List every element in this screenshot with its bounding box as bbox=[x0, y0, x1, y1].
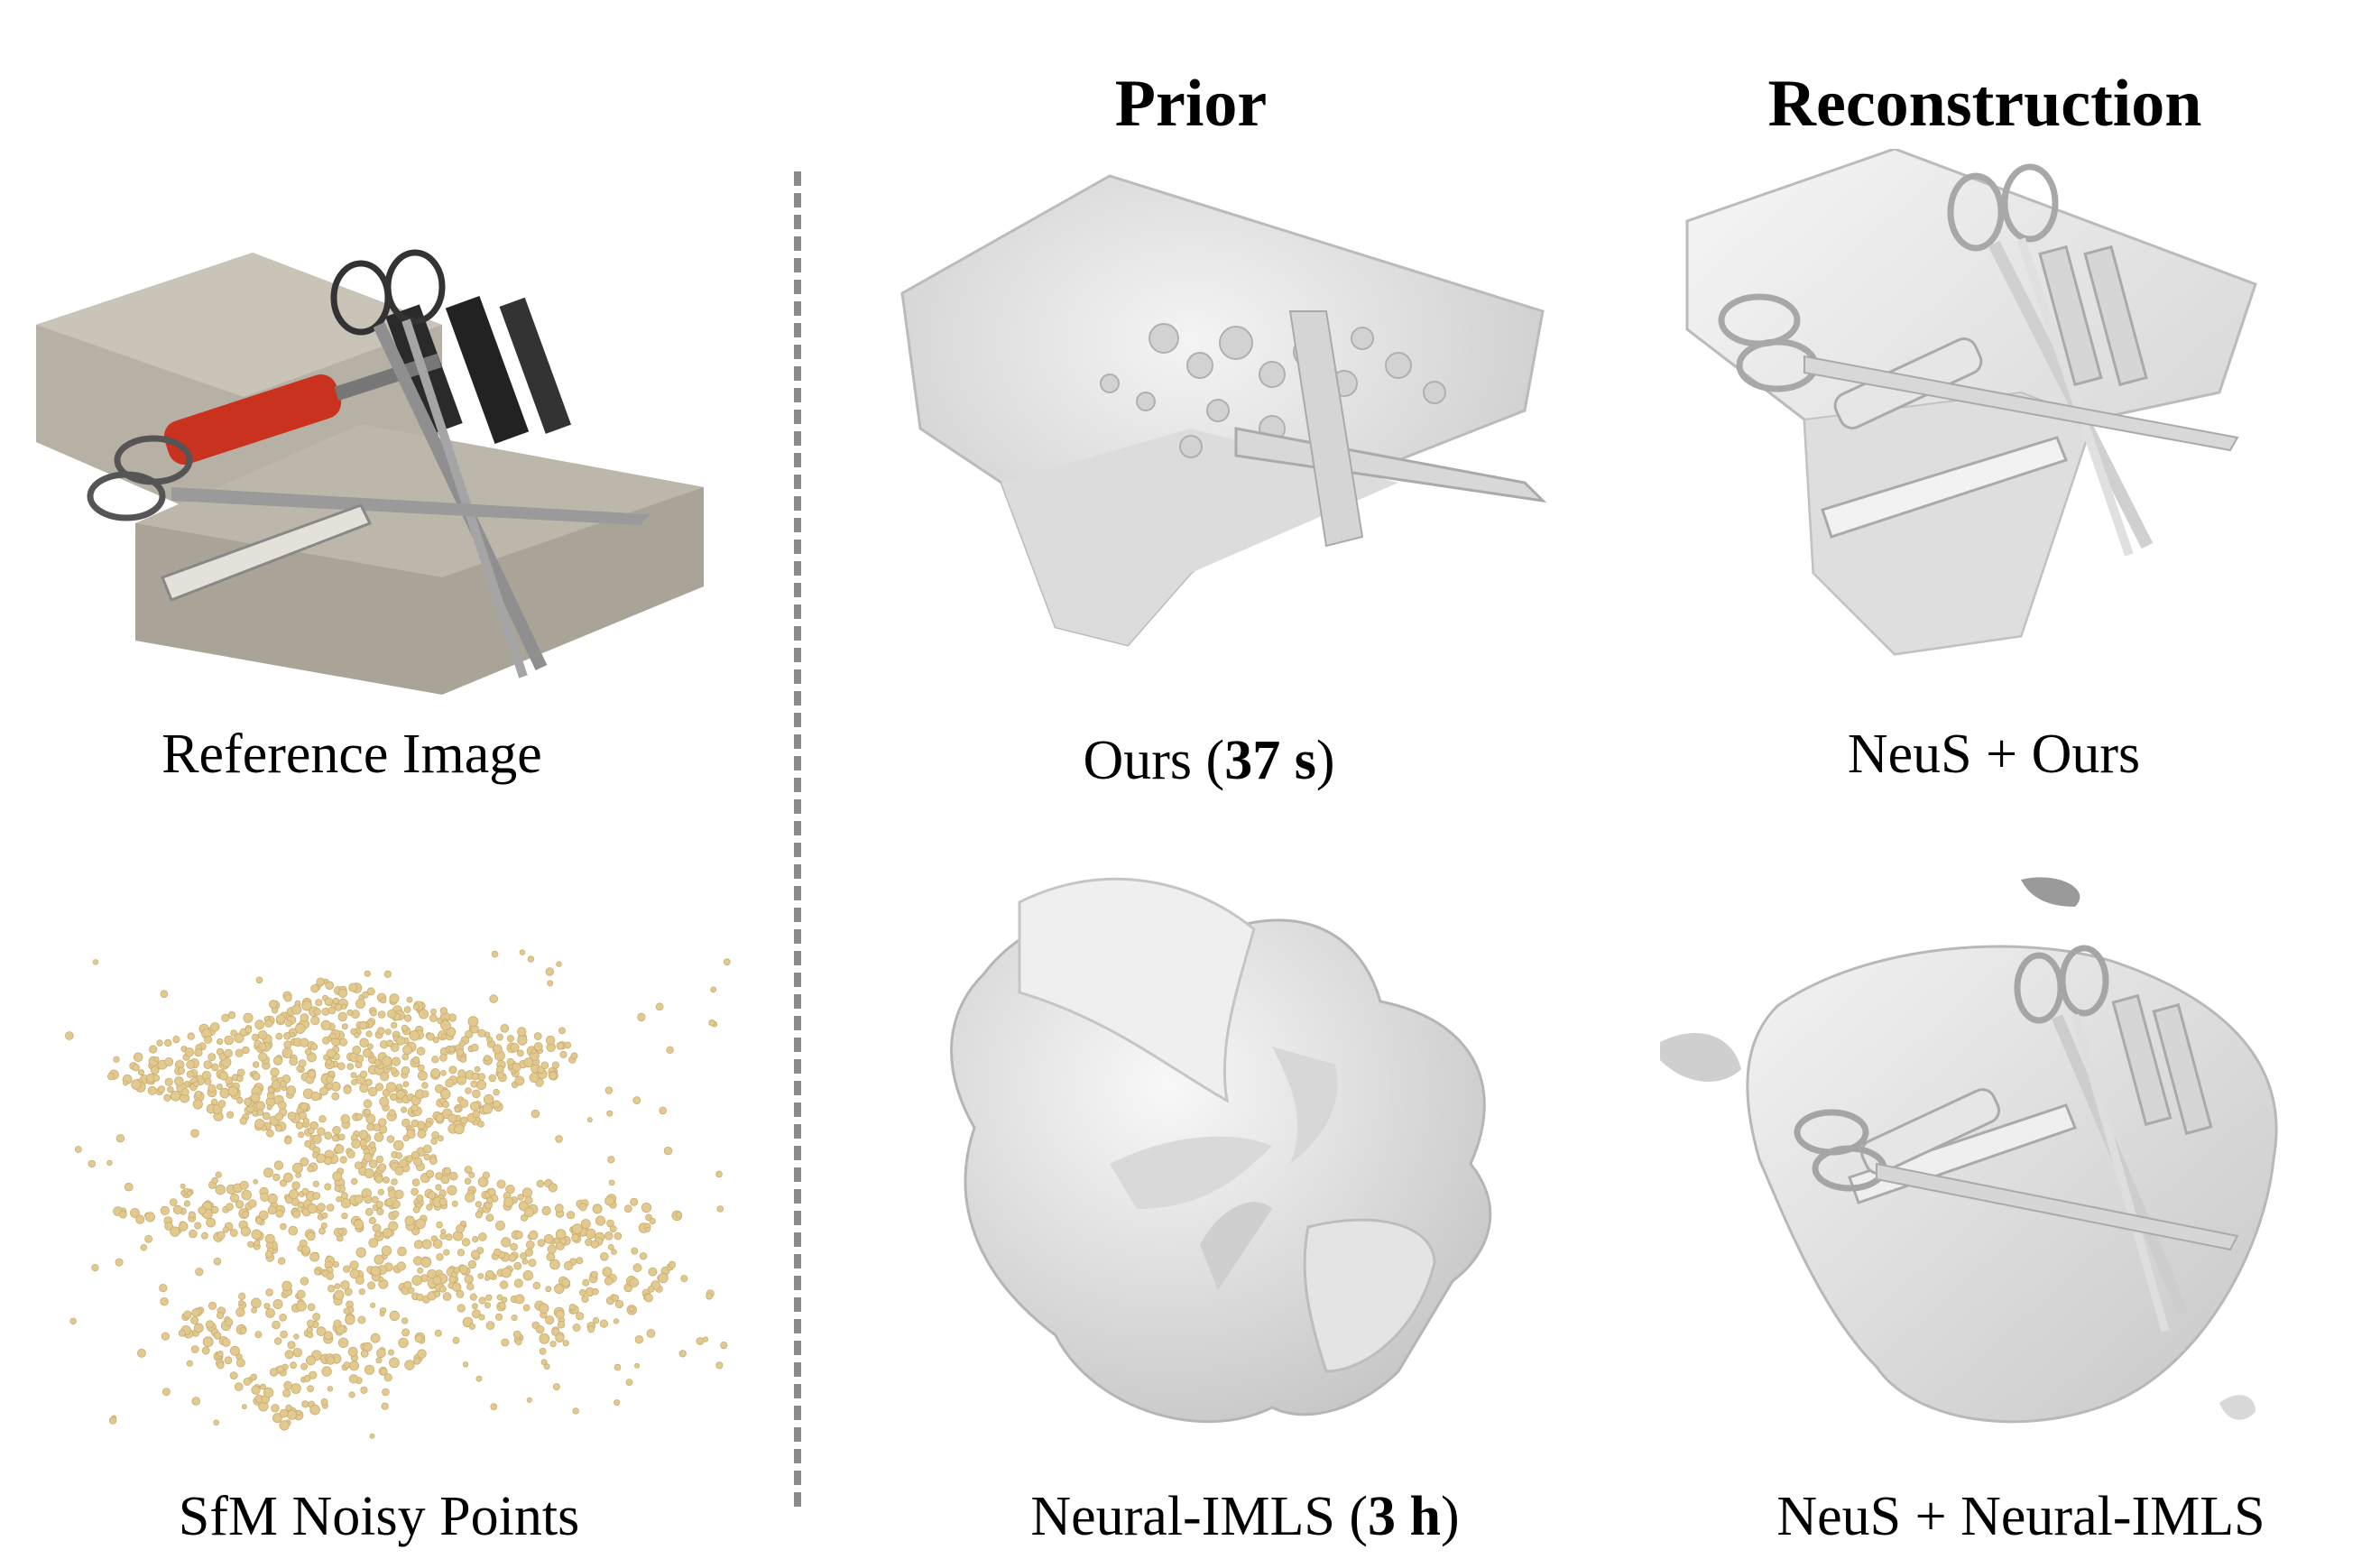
dashed-divider bbox=[794, 171, 801, 1507]
ours-caption: Ours (37 s) bbox=[1083, 730, 1335, 791]
reference-image-caption: Reference Image bbox=[161, 724, 542, 785]
neus-neural-imls-mesh bbox=[1642, 862, 2346, 1448]
neus-imls-caption: NeuS + Neural-IMLS bbox=[1776, 1486, 2265, 1547]
ours-caption-time: 37 s bbox=[1224, 730, 1316, 791]
reconstruction-header: Reconstruction bbox=[1767, 67, 2202, 141]
prior-header: Prior bbox=[1114, 67, 1268, 141]
imls-caption: Neural-IMLS (3 h) bbox=[1030, 1486, 1460, 1547]
ours-prior-mesh bbox=[893, 158, 1579, 663]
ours-caption-name: Ours bbox=[1083, 730, 1193, 791]
sfm-point-cloud bbox=[54, 943, 740, 1448]
sfm-caption: SfM Noisy Points bbox=[178, 1486, 580, 1547]
imls-caption-time: 3 h bbox=[1367, 1486, 1441, 1547]
reference-image bbox=[18, 189, 722, 695]
neural-imls-prior-mesh bbox=[929, 866, 1561, 1444]
neus-ours-mesh bbox=[1678, 149, 2310, 690]
imls-caption-name: Neural-IMLS bbox=[1030, 1486, 1335, 1547]
neus-ours-caption: NeuS + Ours bbox=[1847, 724, 2141, 785]
